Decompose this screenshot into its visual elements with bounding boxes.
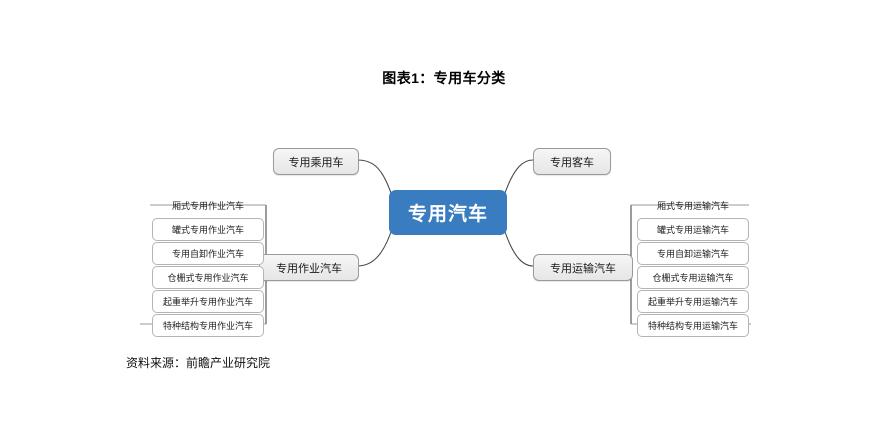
branch-node-special-passenger-vehicle[interactable]: 专用乘用车 (273, 148, 359, 175)
branch-node-special-operation-vehicle[interactable]: 专用作业汽车 (259, 254, 359, 281)
leaf-item[interactable]: 厢式专用运输汽车 (656, 201, 729, 211)
connector-root-to-bottom-left (356, 228, 393, 267)
leaf-item[interactable]: 罐式专用运输汽车 (637, 218, 749, 241)
leaf-item[interactable]: 起重举升专用作业汽车 (152, 290, 264, 313)
figure-title: 图表1：专用车分类 (382, 70, 506, 86)
branch-node-special-transport-vehicle[interactable]: 专用运输汽车 (533, 254, 633, 281)
leaf-list-operation: 厢式专用作业汽车 罐式专用作业汽车 专用自卸作业汽车 仓栅式专用作业汽车 起重举… (152, 194, 264, 338)
source-note: 资料来源：前瞻产业研究院 (126, 356, 271, 370)
leaf-item[interactable]: 厢式专用作业汽车 (171, 201, 244, 211)
connector-root-to-top-right (503, 159, 534, 197)
leaf-item[interactable]: 专用自卸作业汽车 (152, 242, 264, 265)
leaf-item[interactable]: 起重举升专用运输汽车 (637, 290, 749, 313)
connector-root-to-top-left (356, 159, 393, 197)
leaf-item[interactable]: 仓栅式专用作业汽车 (152, 266, 264, 289)
root-node[interactable]: 专用汽车 (389, 190, 507, 235)
leaf-item[interactable]: 专用自卸运输汽车 (637, 242, 749, 265)
leaf-item[interactable]: 特种结构专用作业汽车 (152, 314, 264, 337)
leaf-list-transport: 厢式专用运输汽车 罐式专用运输汽车 专用自卸运输汽车 仓栅式专用运输汽车 起重举… (637, 194, 749, 338)
leaf-item[interactable]: 仓栅式专用运输汽车 (637, 266, 749, 289)
leaf-item[interactable]: 特种结构专用运输汽车 (637, 314, 749, 337)
leaf-item[interactable]: 罐式专用作业汽车 (152, 218, 264, 241)
branch-node-special-bus[interactable]: 专用客车 (533, 148, 611, 175)
connector-root-to-bottom-right (503, 228, 534, 267)
